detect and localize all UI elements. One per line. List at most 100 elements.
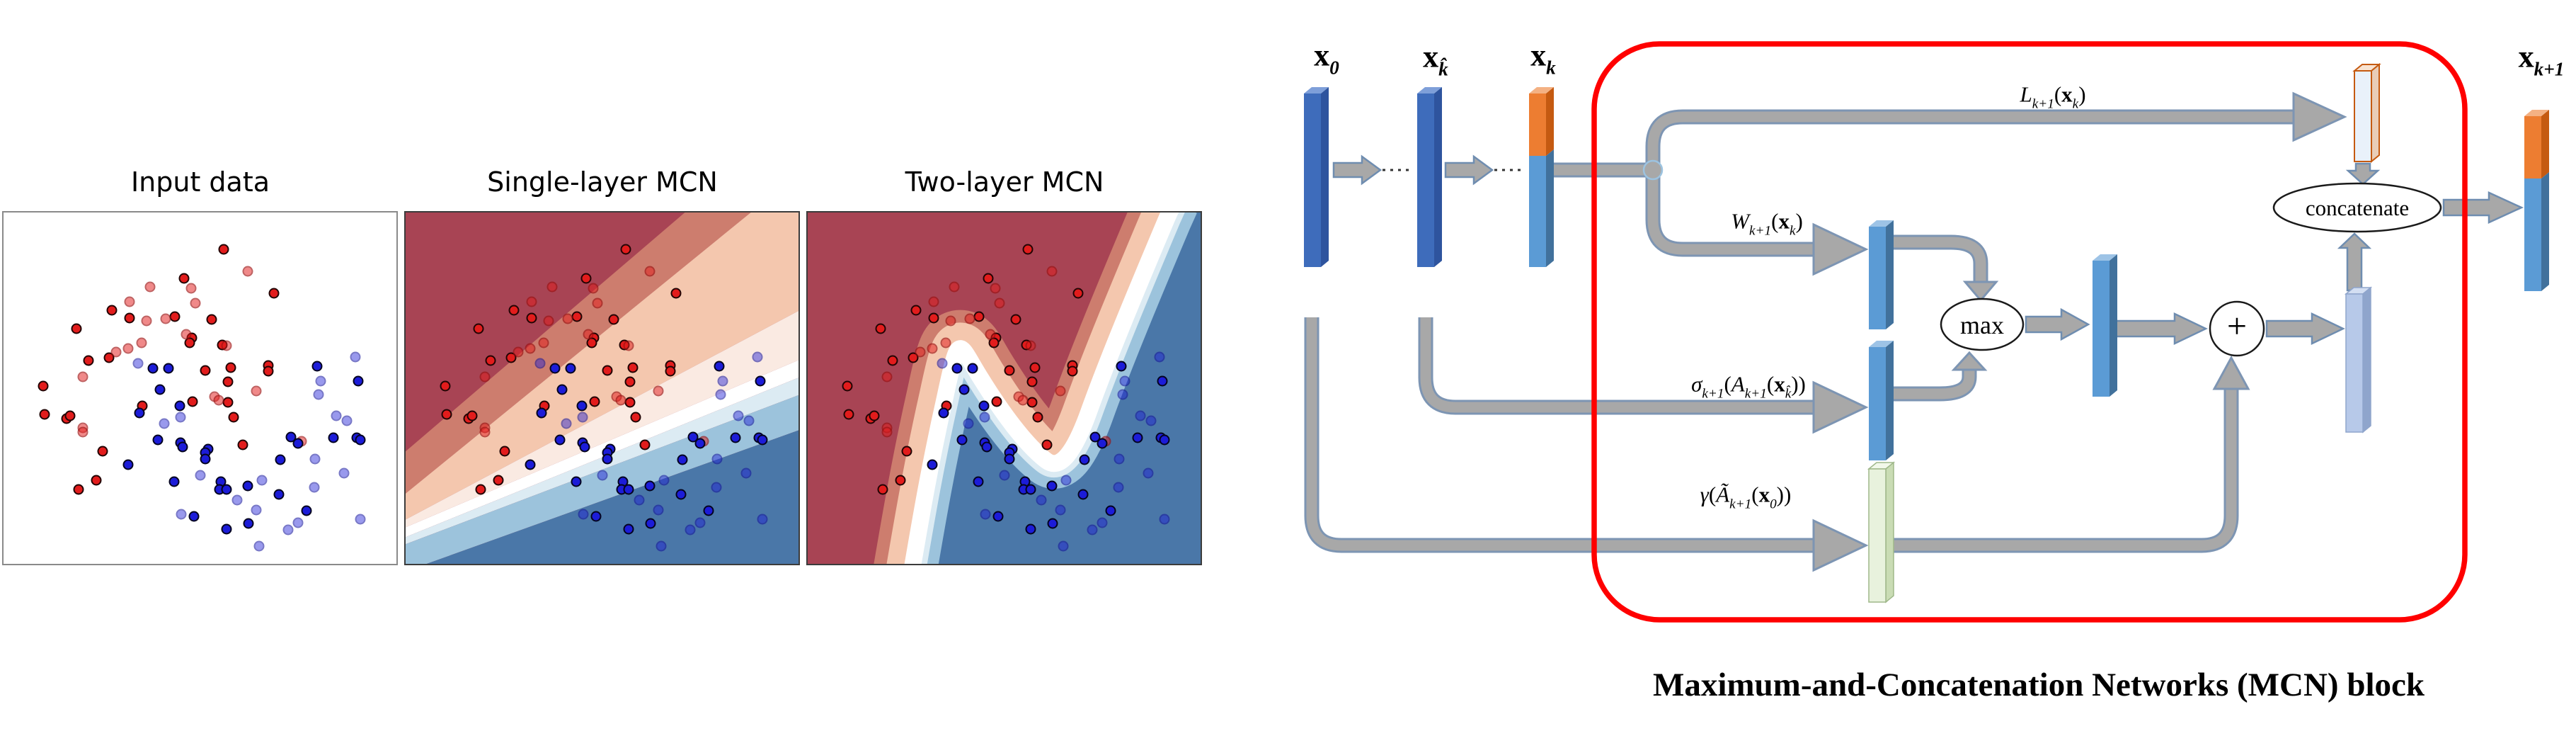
math-fragment: x [1530,38,1547,73]
scatter-dot-bl [733,410,744,421]
scatter-dot-rl [588,283,599,294]
scatter-dot-bl [1036,494,1047,506]
scatter-dot-bl [658,475,670,486]
scatter-dot-r [38,380,48,392]
scatter-dot-b [301,505,312,516]
math-fragment: k̂ [1785,386,1792,402]
concatenate-node [2272,182,2442,233]
scatter-dot-r [493,475,504,486]
math-fragment: ( [1771,208,1779,234]
scatter-dot-rl [881,426,893,437]
scatter-dot-bl [132,358,144,369]
scatter-dot-bl [979,412,990,423]
scatter-dot-b [1105,505,1116,516]
scatter-dot-rl [928,296,939,307]
scatter-dot-b [973,476,984,487]
scatter-dot-rl [927,343,938,354]
scatter-dot-b [1157,375,1168,387]
pipe-L-top [1549,111,2296,176]
arrowhead-L [2292,91,2347,142]
scatter-dot-bl [1145,415,1156,426]
math-fragment: x [2061,81,2073,107]
label-gamma-formula: γ(Ãk+1(x0)) [1700,482,1792,513]
scatter-dot-b [154,384,166,395]
scatter-dot-rl [1017,395,1029,406]
scatter-dot-b [938,407,949,419]
scatter-dot-r [875,323,886,334]
scatter-dot-rl [949,281,960,293]
bar-sigma-output [1869,341,1894,460]
bar-gamma-output [1867,461,1896,604]
scatter-dot-b [755,375,766,387]
math-fragment: γ [1700,482,1709,507]
bar-xk [1529,87,1554,267]
scatter-dot-bl [653,504,664,516]
scatter-dot-bl [963,418,974,429]
scatter-dot-bl [1159,514,1170,524]
scatter-dot-rl [251,385,262,397]
scatter-dot-r [910,305,922,316]
scatter-dot-b [525,459,536,470]
scatter-dot-b [554,434,566,446]
arrowhead-into-max-bottom [1951,351,1988,371]
scatter-dot-r [526,312,537,324]
panel-two-layer-mcn [806,211,1202,565]
scatter-dot-b [694,438,706,449]
scatter-dot-rl [526,296,537,307]
scatter-dot-r [1022,244,1034,255]
scatter-dot-b [927,459,938,470]
scatter-dot-bl [231,494,243,506]
scatter-dot-bl [534,358,546,369]
decision-bands-nonlinear [808,212,1201,564]
scatter-dot-r [1072,288,1084,299]
scatter-dot-b [177,441,188,453]
scatter-dot-r [580,273,592,284]
plus-node [2209,300,2265,357]
scatter-dot-bl [597,470,608,481]
feed-arrowheads [1812,91,2347,572]
scatter-dot-b [163,363,174,374]
scatter-dot-bl [937,358,948,369]
arrow-concat-out [2442,191,2524,224]
scatter-dot-r [602,365,613,376]
scatter-dot-bl [656,540,667,552]
scatter-dot-r [670,288,682,299]
scatter-dot-b [730,432,741,443]
scatter-dot-bl [578,509,589,520]
math-fragment: A [1731,371,1745,397]
scatter-dot-rl [538,337,549,348]
scatter-dot-rl [945,315,956,327]
scatter-dot-r [71,323,82,334]
scatter-dot-r [263,366,273,377]
scatter-dot-b [1159,434,1170,446]
panel-title-input-data: Input data [130,166,270,198]
arrowhead-gamma [1812,518,1869,572]
scatter-dot-r [39,409,50,420]
scatter-dot-b [174,400,185,412]
scatter-dot-b [311,361,323,372]
scatter-dot-rl [513,346,524,358]
scatter-dot-rl [479,371,491,382]
scatter-dot-r [200,365,211,376]
mcn-block-outline [1591,41,2468,623]
math-fragment: ( [1751,482,1759,507]
scatter-dot-b [576,400,588,412]
scatter-dot-r [627,362,639,373]
scatter-dot-rl [213,395,224,406]
scatter-dot-r [485,355,496,366]
arrowhead-W [1812,222,1869,276]
label-sigma-formula: σk+1(Ak+1(xk̂)) [1691,372,1806,402]
scatter-dot-r [440,380,450,392]
math-fragment: ) [2078,81,2086,107]
scatter-dot-r [991,396,1002,407]
scatter-dot-r [83,355,94,366]
math-fragment: 0 [1329,57,1339,79]
scatter-dot-rl [546,281,558,293]
scatter-dot-bl [195,470,206,481]
scatter-dot-b [549,363,561,374]
scatter-dot-bl [1117,389,1128,400]
math-fragment: σ [1691,371,1702,397]
math-fragment: Ã [1716,482,1730,507]
bar-max-output [2093,254,2117,397]
scatter-dot-r [1041,439,1053,450]
